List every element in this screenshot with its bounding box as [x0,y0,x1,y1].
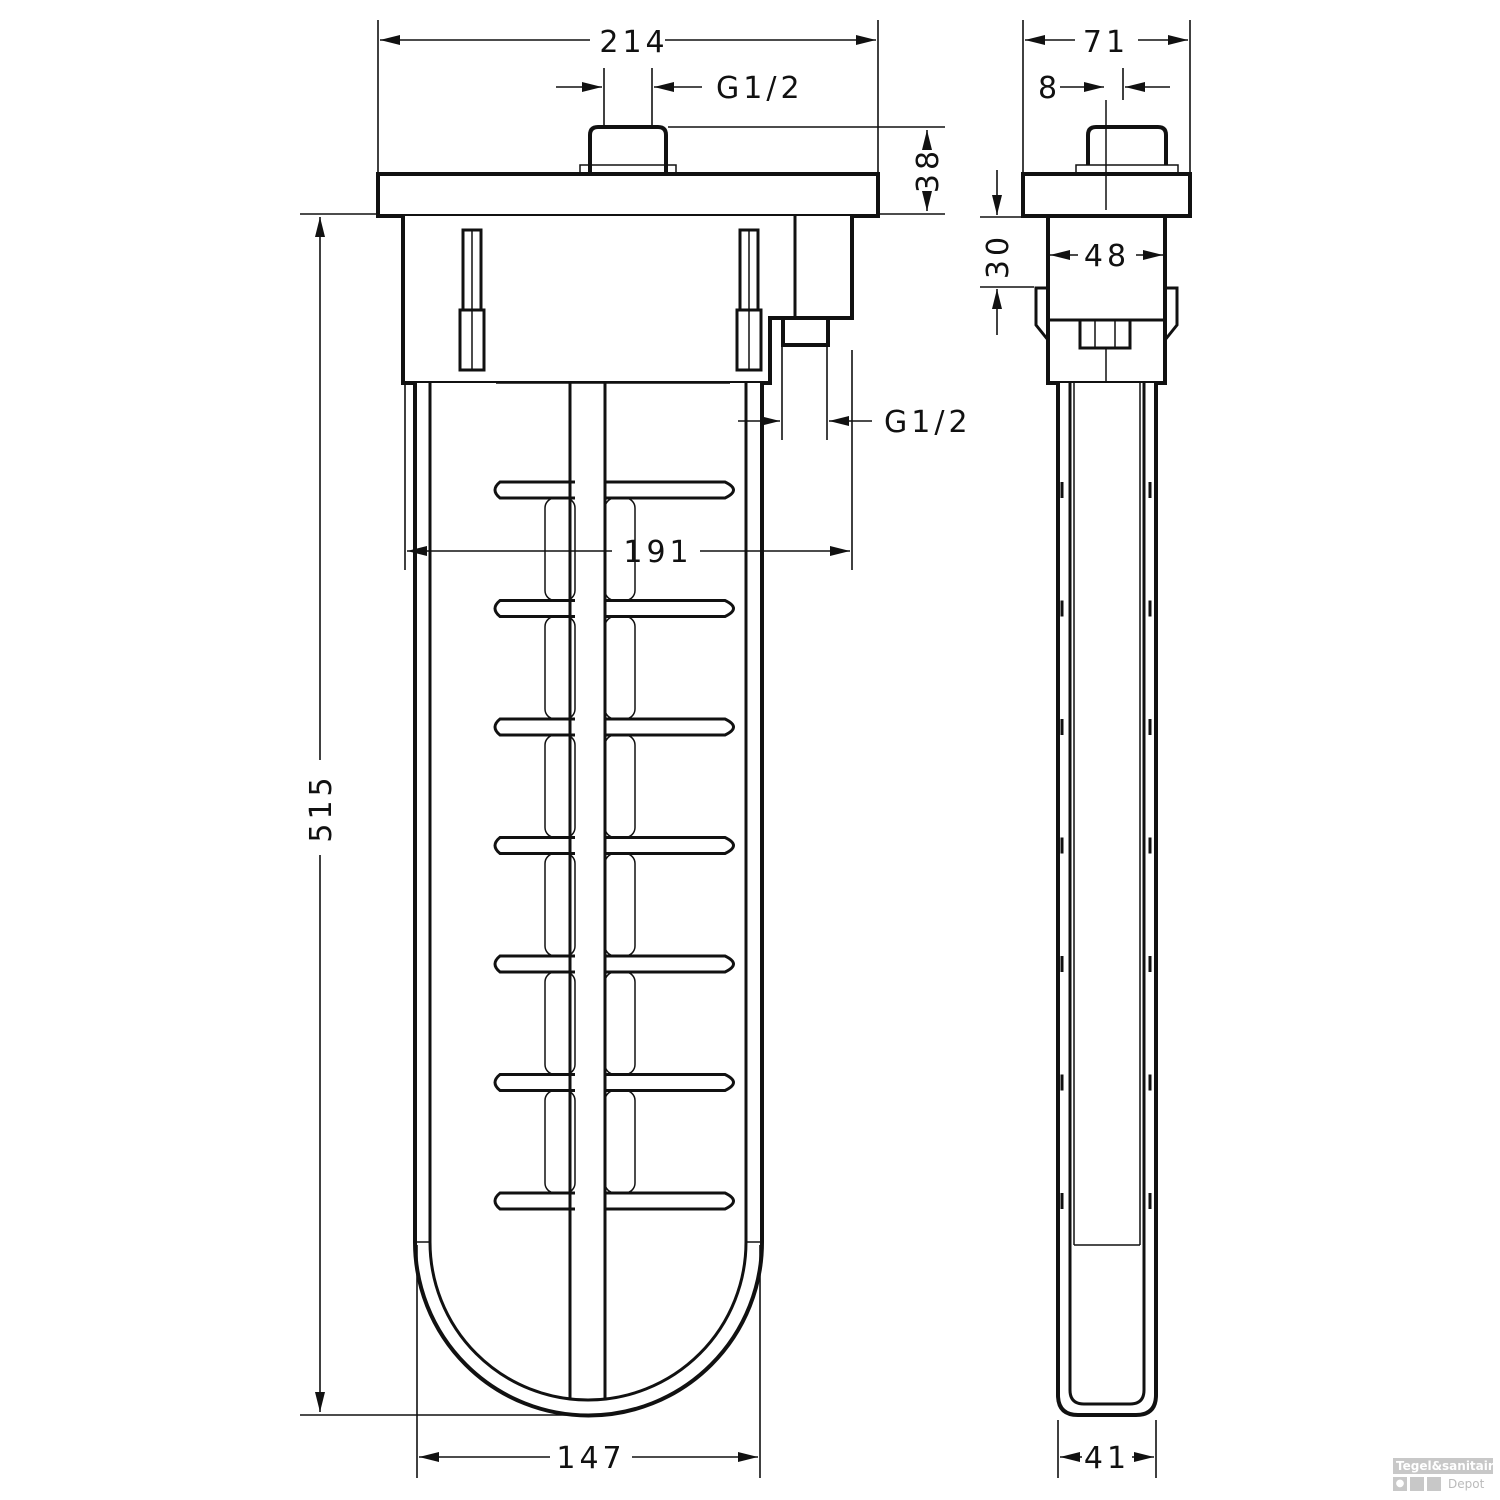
rib-right [605,1073,735,1092]
rib-right [605,1191,735,1211]
rib-left [493,717,575,737]
dim-30: 30 [981,233,1016,279]
dim-inlet-thread: G1/2 [716,71,804,106]
watermark-line1: Tegel&sanitair [1393,1458,1494,1474]
rib-right [605,599,735,618]
rib-left [493,954,575,974]
dim-48: 48 [1084,239,1130,274]
dimensions-front: 214 G1/2 38 515 191 G1/2 147 [300,20,972,1478]
dim-38: 38 [911,147,946,193]
spine-cell-right [604,497,636,602]
spine-cell-left [544,734,576,839]
rib-left [493,480,575,500]
rib-right [605,836,735,855]
spine-cell-right [604,1089,636,1194]
rib-right [605,717,735,737]
spine-cell-left [544,615,576,720]
spine-cell-right [604,971,636,1076]
dim-515: 515 [304,773,339,842]
dim-191: 191 [623,535,692,570]
rib-right [605,480,735,500]
watermark-line2: Depot [1448,1477,1485,1491]
outlet-nipple [781,316,830,347]
spine-cell-right [604,852,636,957]
tube-outer [413,383,764,1418]
inlet-nipple [588,125,668,172]
right-clip [735,228,763,372]
rib-left [493,599,575,618]
rib-right [605,954,735,974]
rib-left [493,1073,575,1092]
spine-cell-right [604,734,636,839]
dimensions-side: 71 8 30 48 41 [980,20,1191,1478]
rib-left [493,836,575,855]
left-clip [458,228,486,372]
mounting-plate [376,172,880,218]
drop-icon: ● [1393,1477,1407,1491]
tube-inner [428,383,748,1402]
spine-cell-left [544,1089,576,1194]
dim-41: 41 [1084,1441,1130,1476]
side-view [1021,100,1192,1417]
dim-214: 214 [599,25,668,60]
dim-outlet-thread: G1/2 [884,405,972,440]
rib-group [493,383,735,1400]
side-clip-left [1034,286,1050,341]
dim-8: 8 [1038,71,1061,106]
spine-cell-left [544,497,576,602]
spine-cell-left [544,852,576,957]
side-rib-group [1060,482,1152,1209]
side-clip-right [1163,286,1179,341]
side-inlet-nipple [1086,125,1168,165]
spine-cell-right [604,615,636,720]
rib-left [493,1191,575,1211]
valve-body [401,216,854,385]
side-nut [1078,318,1132,350]
dim-147: 147 [556,1441,625,1476]
watermark-logo: Tegel&sanitair ● Depot [1393,1458,1494,1491]
dim-71: 71 [1083,25,1129,60]
front-view [376,125,880,1418]
side-tube [1056,383,1158,1417]
spine-cell-left [544,971,576,1076]
